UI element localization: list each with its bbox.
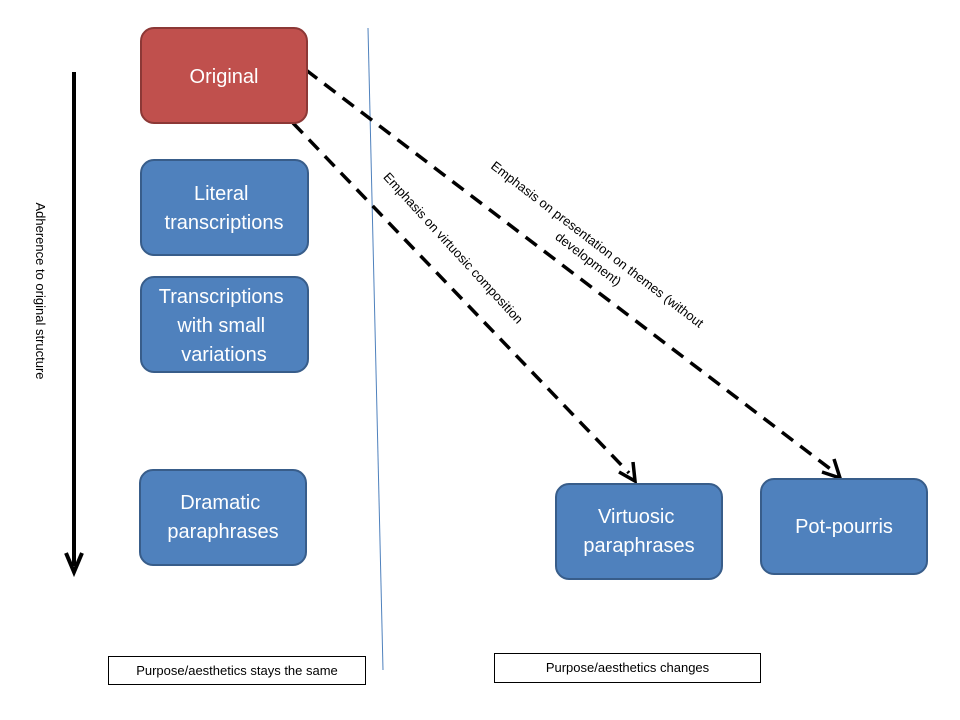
edge-original-to-virtuosic: [291, 121, 638, 485]
svg-text:Literal transcriptions: Literal transcriptions: [165, 183, 284, 234]
svg-text:Virtuosic paraphrases: Virtuosic paraphrases: [583, 506, 694, 557]
node-dramatic-line-2: paraphrases: [167, 521, 278, 543]
node-literal-line-1: Literal: [194, 183, 248, 205]
node-literal-line-2: transcriptions: [165, 212, 284, 234]
divider-line: [367, 27, 384, 671]
edge-original-to-potpourris: [304, 68, 843, 481]
svg-text:Dramatic paraphrases: Dramatic paraphrases: [167, 492, 278, 543]
node-pot-pourris: Pot-pourris: [760, 478, 928, 575]
svg-text:Pot-pourris: Pot-pourris: [795, 516, 893, 538]
node-literal-transcriptions: Literal transcriptions: [140, 159, 309, 256]
axis-label: Adherence to original structure: [33, 202, 48, 379]
node-original-label: Original: [190, 66, 259, 88]
node-original: Original: [140, 27, 308, 124]
node-dramatic-paraphrases: Dramatic paraphrases: [139, 469, 307, 566]
node-transcriptions-small-variations: Transcriptions with small variations: [140, 276, 309, 373]
svg-text:Original: Original: [190, 66, 259, 88]
node-virtuosic-line-2: paraphrases: [583, 535, 694, 557]
node-small-variations-line-3: variations: [181, 344, 267, 366]
adherence-axis-arrow: [64, 72, 84, 578]
caption-purpose-same: Purpose/aesthetics stays the same: [108, 656, 366, 685]
node-small-variations-line-2: with small: [176, 315, 265, 337]
node-virtuosic-paraphrases: Virtuosic paraphrases: [555, 483, 723, 580]
caption-purpose-changes: Purpose/aesthetics changes: [494, 653, 761, 683]
node-virtuosic-line-1: Virtuosic: [598, 506, 674, 528]
node-potpourris-label: Pot-pourris: [795, 516, 893, 538]
edge-label-potpourris-line-1: Emphasis on presentation on themes (with…: [488, 158, 707, 331]
svg-text:Transcriptions with smal: Transcriptions with small variations: [159, 286, 289, 366]
edge-label-virtuosic: Emphasis on virtuosic composition: [380, 169, 526, 326]
node-dramatic-line-1: Dramatic: [180, 492, 260, 514]
edge-label-virtuosic-line-1: Emphasis on virtuosic composition: [380, 169, 526, 326]
node-small-variations-line-1: Transcriptions: [159, 286, 284, 308]
